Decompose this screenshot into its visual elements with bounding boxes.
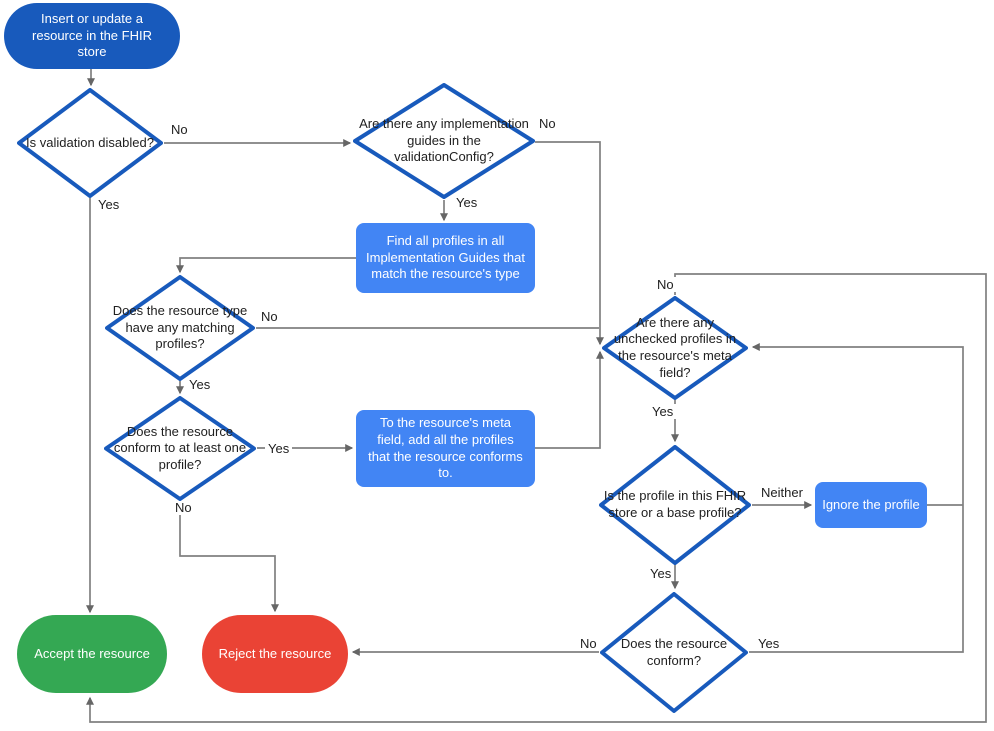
node-accept: Accept the resource xyxy=(17,615,167,693)
edge-label-profile-store-yes: Yes xyxy=(647,566,675,581)
diamond-shape xyxy=(17,88,163,198)
diamond-shape xyxy=(353,83,535,199)
node-ignore-profile: Ignore the profile xyxy=(815,482,927,528)
diamond-shape xyxy=(600,592,748,713)
edge-label-validation-yes: Yes xyxy=(95,197,123,212)
node-find-profiles: Find all profiles in all Implementation … xyxy=(356,223,535,293)
node-matching-profiles-label: Does the resource type have any matching… xyxy=(112,303,248,352)
node-ignore-profile-label: Ignore the profile xyxy=(822,496,920,512)
edge-label-conform-one-no: No xyxy=(172,500,195,515)
node-find-profiles-label: Find all profiles in all Implementation … xyxy=(366,233,525,282)
node-reject: Reject the resource xyxy=(202,615,348,693)
node-implementation-guides-label: Are there any implementation guides in t… xyxy=(359,116,529,165)
edge-label-unchecked-no: No xyxy=(654,277,677,292)
node-profile-in-store-label: Is the profile in this FHIR store or a b… xyxy=(603,488,747,520)
edge-label-matching-yes: Yes xyxy=(186,377,214,392)
node-implementation-guides: Are there any implementation guides in t… xyxy=(353,83,535,199)
node-profile-in-store: Is the profile in this FHIR store or a b… xyxy=(599,445,751,565)
edge-label-does-conform-yes: Yes xyxy=(755,636,783,651)
edge-label-neither: Neither xyxy=(758,485,806,500)
node-start: Insert or update a resource in the FHIR … xyxy=(4,3,180,69)
edge-label-matching-no: No xyxy=(258,309,281,324)
edge-meta-to-unchecked xyxy=(535,350,604,449)
edge-label-guides-no: No xyxy=(536,116,559,131)
edge-label-unchecked-yes: Yes xyxy=(649,404,677,419)
node-validation-disabled: Is validation disabled? xyxy=(17,88,163,198)
node-validation-disabled-label: Is validation disabled? xyxy=(26,134,154,150)
edge-label-does-conform-no: No xyxy=(577,636,600,651)
diamond-shape xyxy=(105,275,255,381)
edge-guides-no-to-unchecked xyxy=(535,141,604,346)
node-accept-label: Accept the resource xyxy=(34,645,150,661)
node-unchecked-profiles-label: Are there any unchecked profiles in the … xyxy=(613,314,737,380)
node-conform-one-profile: Does the resource conform to at least on… xyxy=(104,396,256,501)
diamond-shape xyxy=(602,296,748,400)
node-matching-profiles: Does the resource type have any matching… xyxy=(105,275,255,381)
node-start-label: Insert or update a resource in the FHIR … xyxy=(32,11,152,60)
edge-label-guides-yes: Yes xyxy=(453,195,481,210)
edge-label-validation-no: No xyxy=(168,122,191,137)
node-unchecked-profiles: Are there any unchecked profiles in the … xyxy=(602,296,748,400)
edge-conform-yes-loop xyxy=(749,343,964,653)
diamond-shape xyxy=(104,396,256,501)
edge-conform-one-no-to-reject xyxy=(179,501,279,613)
node-add-profiles-meta-label: To the resource's meta field, add all th… xyxy=(368,415,523,481)
edge-find-to-matching xyxy=(176,257,356,274)
edge-label-conform-one-yes: Yes xyxy=(265,441,293,456)
node-does-conform: Does the resource conform? xyxy=(600,592,748,713)
diamond-shape xyxy=(599,445,751,565)
node-conform-one-profile-label: Does the resource conform to at least on… xyxy=(113,423,247,472)
node-reject-label: Reject the resource xyxy=(218,645,332,661)
node-add-profiles-meta: To the resource's meta field, add all th… xyxy=(356,410,535,487)
node-does-conform-label: Does the resource conform? xyxy=(620,635,728,668)
